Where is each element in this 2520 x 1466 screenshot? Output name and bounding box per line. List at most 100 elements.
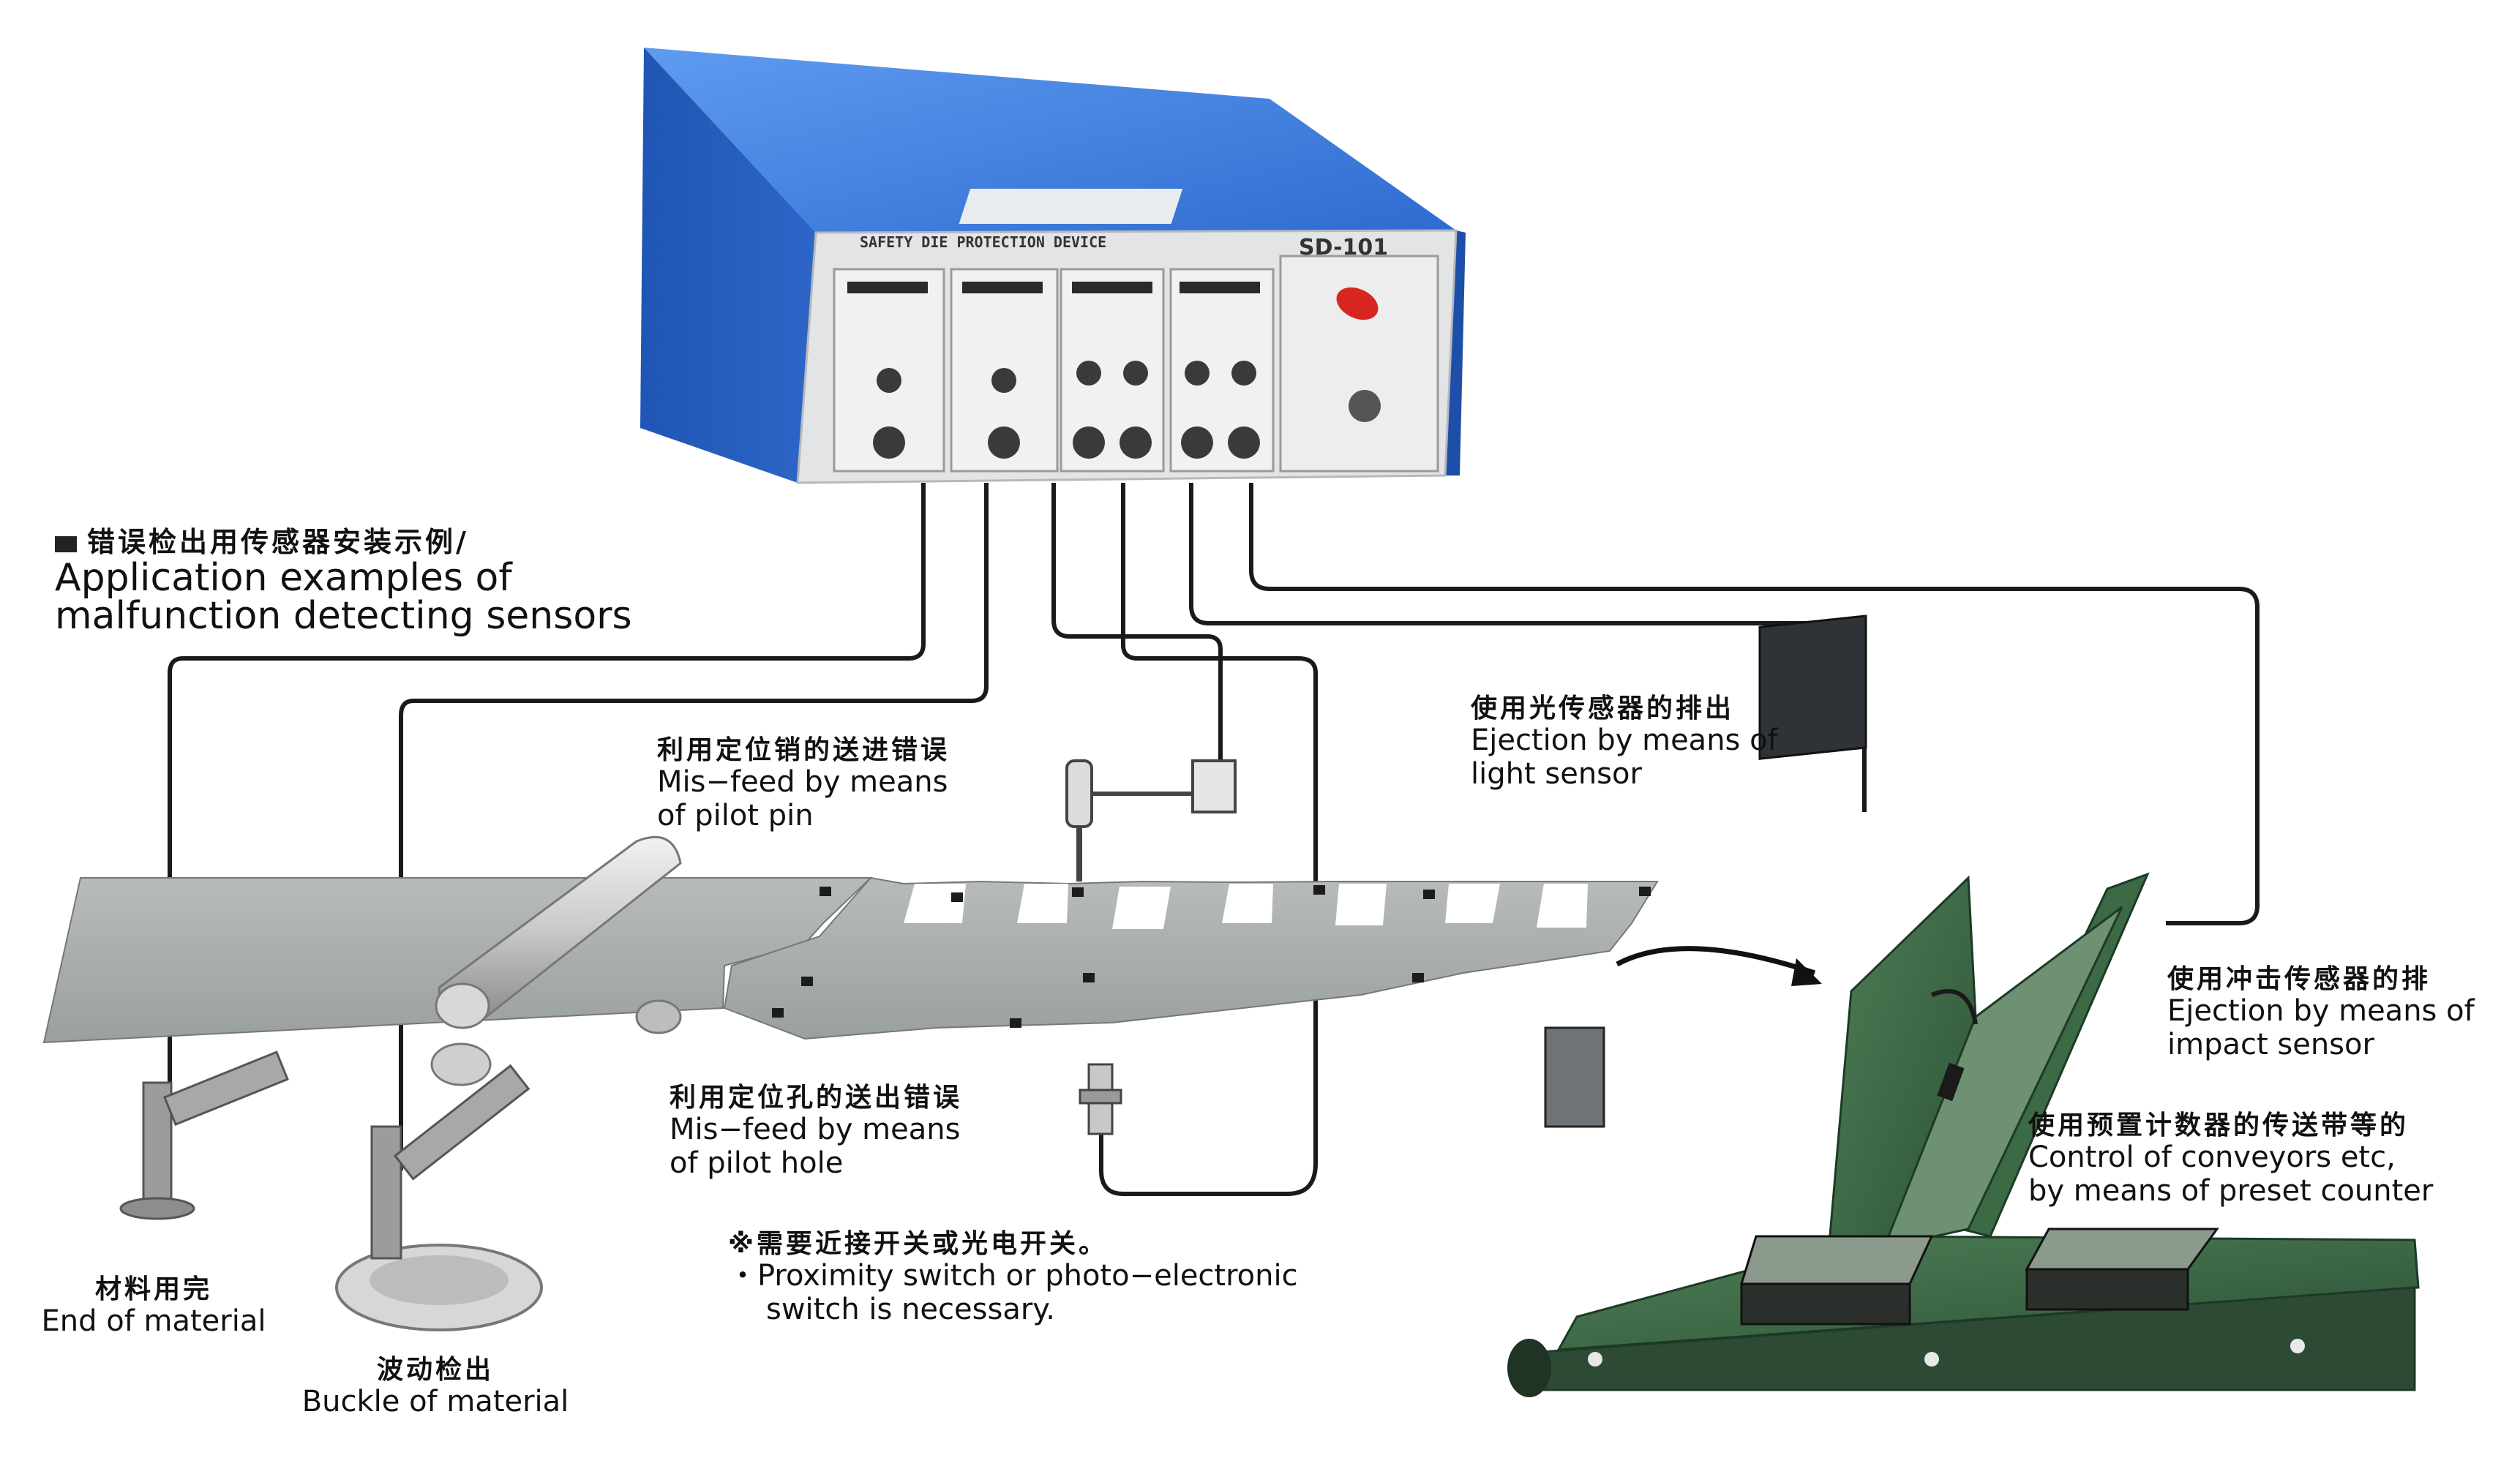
- pilot-pin-sensor: [1065, 759, 1237, 882]
- cable-end-of-material: [168, 483, 926, 1105]
- label-end-material: 材料用完 End of material: [22, 1274, 285, 1338]
- note-en1: ・Proximity switch or photo−electronic: [728, 1259, 1298, 1293]
- pilot-hole-en2: of pilot hole: [670, 1146, 844, 1181]
- diagram-title: 错误检出用传感器安装示例/ Application examples of ma…: [55, 526, 632, 638]
- impact-sensor-en2: impact sensor: [2167, 1028, 2374, 1062]
- conveyor-roller: [1507, 1339, 1551, 1397]
- emergency-stop-button: [1336, 287, 1379, 320]
- upper-pipe-end: [435, 982, 490, 1029]
- pilot-pin-en2: of pilot pin: [657, 799, 814, 833]
- guide-roller: [635, 999, 682, 1034]
- punched-strip: [723, 876, 1659, 1040]
- sensor-bracket-1: [163, 1050, 289, 1127]
- label-impact-sensor: 使用冲击传感器的排 Ejection by means of impact se…: [2167, 964, 2475, 1061]
- sensor-cables: [168, 483, 2260, 1196]
- sensor-base-1: [119, 1197, 195, 1220]
- connector-1: [873, 426, 905, 459]
- cable-buckle: [399, 483, 989, 1170]
- title-zh: 错误检出用传感器安装示例/: [87, 526, 469, 558]
- conveyor-zh: 使用预置计数器的传送带等的: [2028, 1110, 2410, 1140]
- buckle-stand-base-inner: [370, 1255, 509, 1305]
- reset-key-switch: [1349, 390, 1381, 422]
- light-sensor-emitter: [1758, 614, 1867, 760]
- toggle-switch-3b: [1123, 361, 1148, 386]
- impact-sensor-zh: 使用冲击传感器的排: [2167, 964, 2431, 994]
- conveyor: [1507, 1228, 2420, 1397]
- light-sensor-receiver: [1544, 1026, 1605, 1128]
- display-window-1: [847, 282, 928, 293]
- toggle-switch-3a: [1076, 361, 1101, 386]
- impact-sensor-en1: Ejection by means of: [2167, 994, 2475, 1029]
- lower-roller: [430, 1042, 492, 1086]
- conveyor-en2: by means of preset counter: [2028, 1174, 2434, 1208]
- conveyor-trays: [1739, 1228, 2219, 1326]
- label-light-sensor: 使用光传感器的排出 Ejection by means of light sen…: [1471, 693, 1778, 791]
- device-model: SD-101: [1299, 235, 1388, 260]
- chute-floor: [1882, 906, 2123, 1249]
- note-zh: ※需要近接开关或光电开关。: [728, 1229, 1108, 1259]
- buckle-sensor: [335, 1064, 543, 1331]
- label-pilot-pin: 利用定位销的送进错误 Mis−feed by means of pilot pi…: [657, 735, 950, 832]
- title-en-line2: malfunction detecting sensors: [55, 593, 632, 638]
- pilot-hole-sensor: [1079, 1063, 1122, 1135]
- connector-4b: [1228, 426, 1260, 459]
- title-bullet-icon: [55, 535, 77, 552]
- toggle-switch-4b: [1231, 361, 1256, 386]
- buckle-en: Buckle of material: [301, 1385, 569, 1419]
- pilot-pin-body: [1065, 759, 1093, 828]
- end-material-zh: 材料用完: [94, 1274, 212, 1304]
- light-sensor-zh: 使用光传感器的排出: [1471, 693, 1735, 723]
- panel-module-5: [1279, 255, 1439, 473]
- pilot-holes: [772, 885, 1651, 1028]
- display-window-3: [1072, 282, 1152, 293]
- tray-2-top: [2025, 1228, 2219, 1271]
- title-zh-row: 错误检出用传感器安装示例/: [55, 526, 632, 559]
- light-sensor-en1: Ejection by means of: [1471, 723, 1778, 758]
- strip-notches: [904, 884, 1588, 929]
- sensor-bracket-2: [393, 1064, 530, 1181]
- light-sensor-assembly: [1544, 614, 1867, 1128]
- control-unit-top: [644, 48, 1456, 233]
- label-buckle: 波动检出 Buckle of material: [278, 1355, 593, 1418]
- control-unit: SAFETY DIE PROTECTION DEVICE SD-101: [640, 48, 1466, 484]
- label-note: ※需要近接开关或光电开关。 ・Proximity switch or photo…: [728, 1229, 1298, 1326]
- pilot-hole-zh: 利用定位孔的送出错误: [670, 1083, 963, 1113]
- cable-pilot-pin: [1051, 483, 1223, 761]
- label-plate-text: SAFETY DIE PROTECTION DEVICE: [860, 233, 1106, 251]
- connector-4a: [1181, 426, 1213, 459]
- connector-3b: [1120, 426, 1152, 459]
- end-of-material-sensor: [119, 1050, 289, 1220]
- tray-1: [1740, 1282, 1911, 1326]
- conveyor-bolts: [1588, 1339, 2305, 1367]
- toggle-switch-1: [877, 368, 901, 393]
- display-window-2: [962, 282, 1043, 293]
- metal-strip: [42, 876, 1659, 1044]
- tray-2: [2025, 1268, 2189, 1311]
- tray-1-top: [1739, 1235, 1934, 1285]
- panel-switches: [873, 361, 1260, 459]
- toggle-switch-2: [991, 368, 1016, 393]
- cable-impact-sensor: [1249, 483, 2260, 925]
- ejection-arrow-head: [1791, 958, 1822, 986]
- device-label-plate: [959, 189, 1183, 224]
- control-unit-side: [640, 48, 816, 483]
- pilot-pin-en1: Mis−feed by means: [657, 765, 948, 800]
- sensor-post-2: [370, 1125, 402, 1260]
- conveyor-en1: Control of conveyors etc,: [2028, 1140, 2396, 1175]
- pilot-hole-sensor-nut: [1079, 1089, 1122, 1105]
- pilot-pin-zh: 利用定位销的送进错误: [657, 735, 950, 765]
- ejection-chute: [1828, 872, 2150, 1260]
- label-conveyor: 使用预置计数器的传送带等的 Control of conveyors etc, …: [2028, 1110, 2433, 1208]
- connector-3a: [1073, 426, 1105, 459]
- connector-2: [988, 426, 1020, 459]
- impact-sensor: [1937, 1062, 1965, 1102]
- buckle-zh: 波动检出: [376, 1355, 494, 1385]
- end-material-en: End of material: [41, 1304, 266, 1339]
- pilot-pin-switch: [1191, 759, 1237, 813]
- note-en2: switch is necessary.: [766, 1293, 1055, 1327]
- cable-pilot-hole: [1099, 483, 1318, 1196]
- pilot-hole-en1: Mis−feed by means: [670, 1113, 961, 1147]
- display-window-4: [1180, 282, 1260, 293]
- ejection-arrow: [1616, 946, 1816, 976]
